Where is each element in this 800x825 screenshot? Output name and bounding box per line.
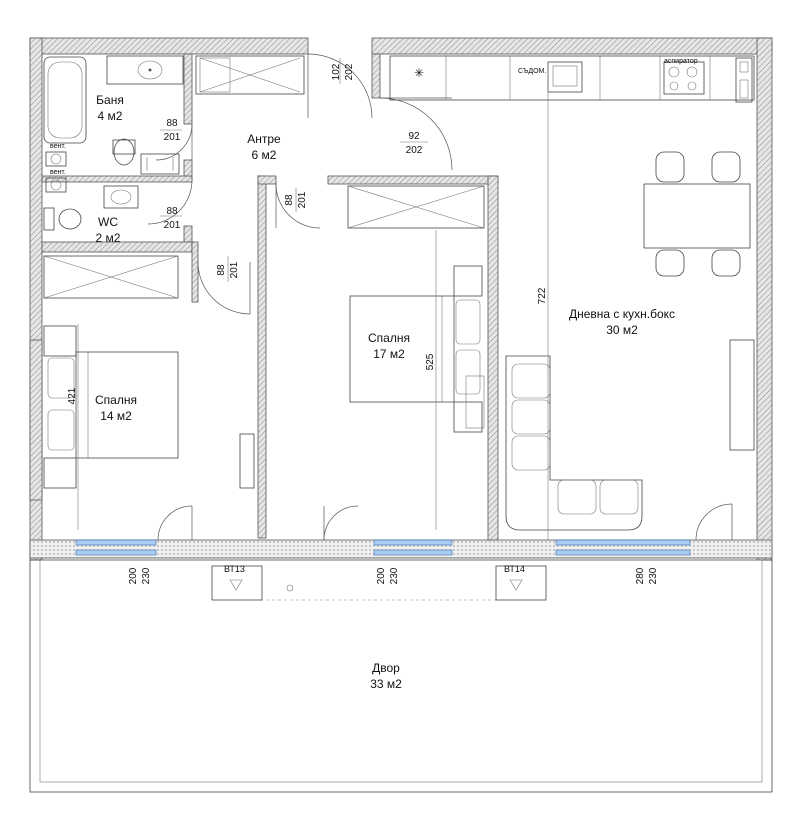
window-dimensions: 200 230 200 230 280 230 [128,567,659,584]
door-bedroom1-height: 201 [229,261,240,278]
sink-icon [106,55,184,85]
dining-set [643,151,755,451]
door-wc-width: 88 [166,206,178,217]
unit-label-bt13: ВТ13 [224,564,245,574]
room-area-yard: 33 м2 [370,677,402,691]
dimension-lines [77,58,549,540]
room-name-bedroom2: Спалня [368,331,410,345]
room-name-bath: Баня [96,93,124,107]
door-bath-width: 88 [166,118,178,129]
room-area-bath: 4 м2 [98,109,123,123]
hob-icon [663,61,705,95]
window1-width: 200 [128,567,139,584]
room-name-yard: Двор [372,661,400,675]
bedroom2-furniture [239,185,485,489]
annotations: вент. вент. СЪДОМ. аспиратор ВТ13 ВТ14 [50,58,698,574]
door-living-height: 202 [406,145,423,156]
window3-height: 230 [648,567,659,584]
kitchen-fixtures: ✳ [389,55,755,103]
vent-label-1: вент. [50,143,66,150]
bedroom1-depth: 421 [67,387,78,404]
room-name-hall: Антре [247,132,281,146]
toilet-icon [113,138,135,166]
room-name-wc: WC [98,215,118,229]
door-entrance-width: 102 [331,63,342,80]
room-area-wc: 2 м2 [96,231,121,245]
dining-table [643,183,751,249]
room-labels: Баня 4 м2 Антре 6 м2 WC 2 м2 Спалня 14 м… [95,93,675,691]
door-bedroom2-width: 88 [284,194,295,206]
door-living-width: 92 [408,131,420,142]
window1-height: 230 [141,567,152,584]
svg-text:✳: ✳ [414,66,424,80]
bathroom-fixtures [43,55,305,193]
bedroom2-depth: 525 [425,353,436,370]
vent-label-2: вент. [50,169,66,176]
room-name-bedroom1: Спалня [95,393,137,407]
door-dimensions: 88 201 102 202 92 202 88 201 88 201 88 2… [164,63,423,278]
door-bedroom2-height: 201 [297,191,308,208]
room-area-bedroom1: 14 м2 [100,409,132,423]
bathtub-icon [43,56,87,144]
unit-label-bt14: ВТ14 [504,564,525,574]
wc-fixtures [43,185,139,231]
living-depth: 722 [537,287,548,304]
room-depth-labels: 421 525 722 [67,287,548,404]
window3-width: 280 [635,567,646,584]
yard [29,559,773,793]
walls [29,37,773,561]
door-entrance-height: 202 [344,63,355,80]
dishwasher-label: СЪДОМ. [518,68,546,75]
door-bath-height: 201 [164,132,181,143]
windows [75,539,691,556]
room-area-bedroom2: 17 м2 [373,347,405,361]
bedroom1-furniture [43,255,179,489]
window2-height: 230 [389,567,400,584]
room-area-living: 30 м2 [606,323,638,337]
room-area-hall: 6 м2 [252,148,277,162]
window2-width: 200 [376,567,387,584]
hood-label: аспиратор [664,58,698,65]
door-bedroom1-width: 88 [216,264,227,276]
room-name-living: Дневна с кухн.бокс [569,307,675,321]
door-wc-height: 201 [164,220,181,231]
sofa [505,355,643,531]
doors [147,53,733,541]
